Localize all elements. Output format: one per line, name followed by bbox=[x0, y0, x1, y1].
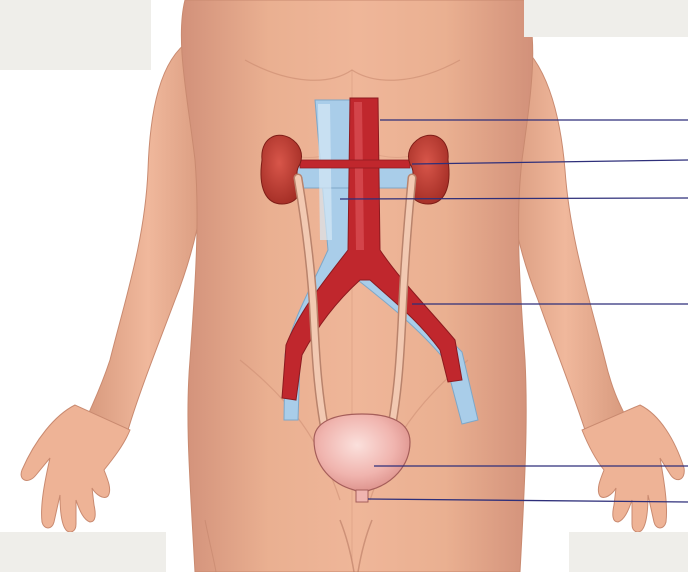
label-panel-top-right bbox=[524, 0, 688, 37]
right-arm bbox=[505, 40, 684, 532]
left-arm bbox=[21, 40, 208, 532]
label-panel-bottom-right bbox=[569, 532, 688, 572]
label-panel-top-left bbox=[0, 0, 151, 70]
label-panel-bottom-left bbox=[0, 532, 166, 572]
kidney-left bbox=[261, 135, 302, 204]
